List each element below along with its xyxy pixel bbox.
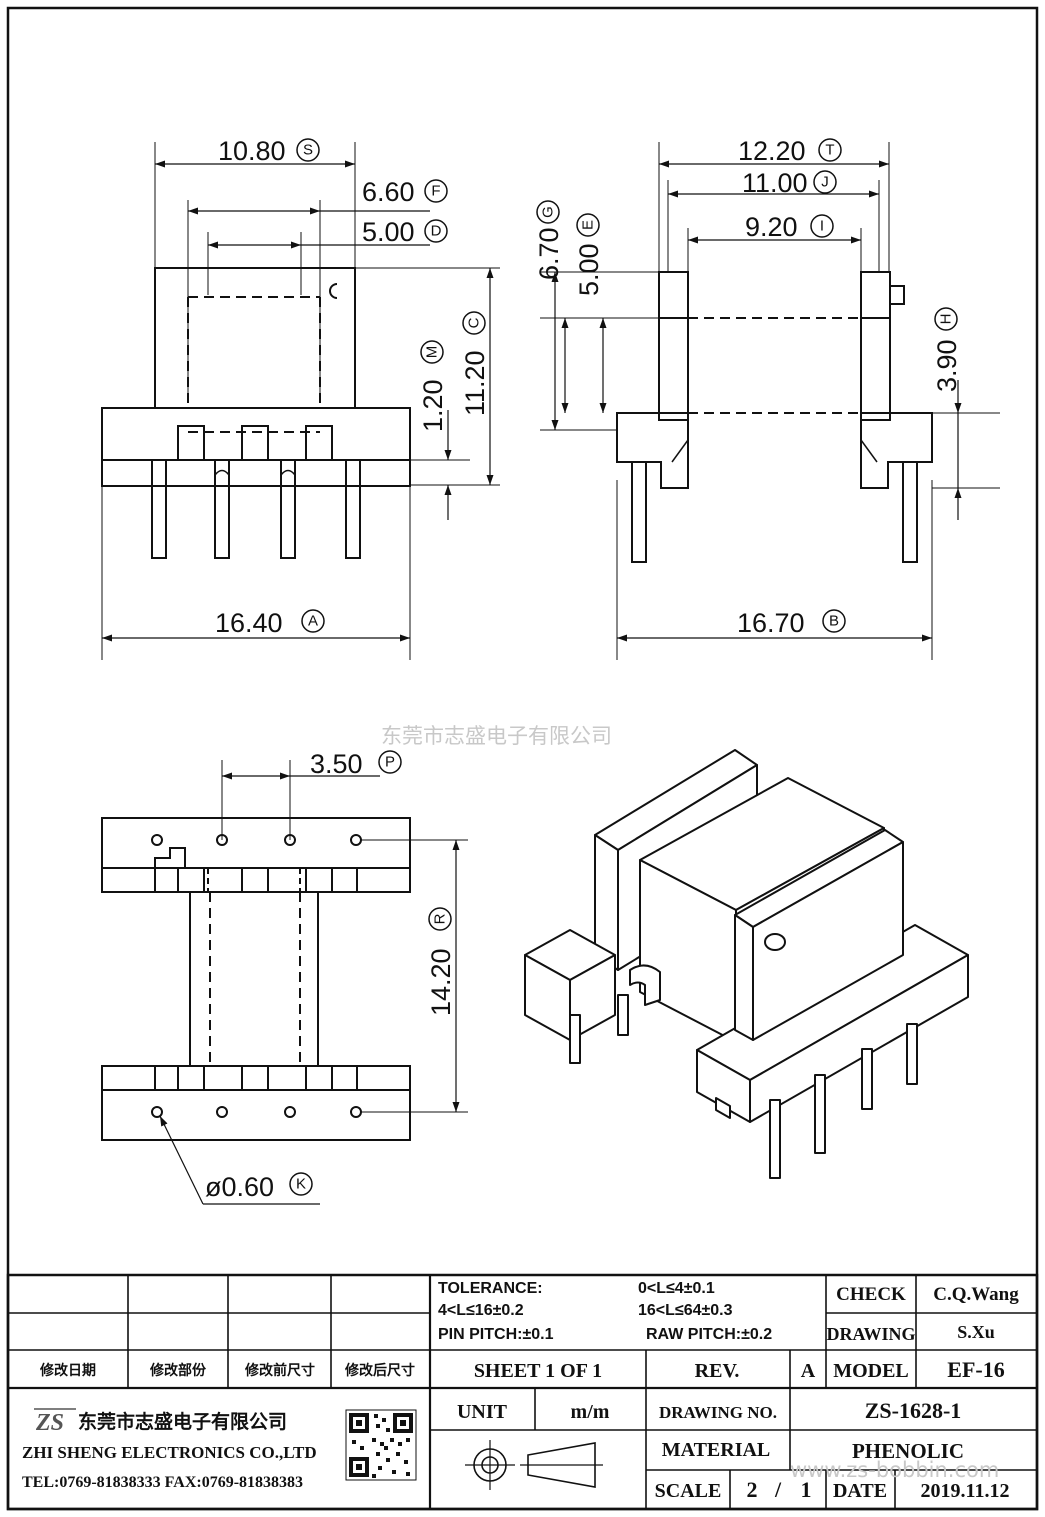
svg-text:E: E — [580, 220, 597, 230]
dim-P: 3.50 P — [310, 749, 402, 779]
svg-text:5.00: 5.00 — [574, 243, 604, 296]
unit-label: UNIT — [457, 1401, 508, 1423]
svg-text:16.40: 16.40 — [215, 608, 283, 638]
drawing-value: S.Xu — [957, 1322, 995, 1342]
svg-text:修改前尺寸: 修改前尺寸 — [244, 1362, 315, 1378]
dim-A: 16.40 A — [215, 608, 325, 638]
svg-text:ZS: ZS — [35, 1410, 64, 1436]
svg-text:K: K — [296, 1176, 306, 1193]
rev-value: A — [801, 1360, 816, 1382]
dim-F: 6.60 F — [362, 177, 448, 207]
svg-text:C: C — [466, 317, 483, 328]
scale-separator: / — [774, 1477, 782, 1502]
drawing-no-value: ZS-1628-1 — [865, 1398, 962, 1423]
drawing-label: DRAWING — [826, 1324, 915, 1344]
svg-text:RAW PITCH:±0.2: RAW PITCH:±0.2 — [646, 1326, 772, 1343]
company-logo: ZS — [34, 1408, 76, 1436]
svg-text:11.20: 11.20 — [460, 350, 490, 416]
svg-text:14.20: 14.20 — [426, 948, 456, 1016]
side-view — [540, 142, 1000, 660]
rev-label: REV. — [695, 1360, 740, 1382]
unit-value: m/m — [571, 1401, 610, 1423]
svg-text:3.50: 3.50 — [310, 749, 363, 779]
dim-B: 16.70 B — [737, 608, 846, 638]
dim-I: 9.20 I — [745, 212, 834, 242]
svg-text:3.90: 3.90 — [932, 339, 962, 392]
svg-text:M: M — [424, 346, 441, 359]
model-label: MODEL — [833, 1360, 909, 1382]
date-label: DATE — [833, 1480, 887, 1502]
svg-text:B: B — [829, 613, 839, 630]
drawing-no-label: DRAWING NO. — [659, 1403, 777, 1422]
dim-G: 6.70 G — [534, 200, 564, 280]
svg-text:TOLERANCE:: TOLERANCE: — [438, 1280, 543, 1297]
scale-label: SCALE — [655, 1480, 722, 1502]
material-value: PHENOLIC — [852, 1439, 964, 1463]
svg-text:G: G — [540, 206, 557, 218]
dim-S: 10.80 S — [218, 136, 320, 166]
dim-H: 3.90 H — [932, 307, 962, 392]
model-value: EF-16 — [947, 1357, 1004, 1382]
svg-text:9.20: 9.20 — [745, 212, 798, 242]
svg-text:H: H — [938, 314, 955, 325]
svg-text:修改部份: 修改部份 — [149, 1362, 207, 1378]
dim-K: ø0.60 K — [205, 1172, 313, 1202]
date-value: 2019.11.12 — [921, 1480, 1010, 1502]
svg-text:5.00: 5.00 — [362, 217, 415, 247]
svg-text:11.00: 11.00 — [742, 168, 808, 198]
svg-text:PIN PITCH:±0.1: PIN PITCH:±0.1 — [438, 1326, 554, 1343]
sheet-count: SHEET 1 OF 1 — [474, 1360, 602, 1382]
bottom-view — [101, 760, 468, 1205]
svg-text:16<L≤64±0.3: 16<L≤64±0.3 — [638, 1302, 733, 1319]
svg-text:10.80: 10.80 — [218, 136, 286, 166]
svg-text:F: F — [431, 183, 440, 200]
svg-text:1.20: 1.20 — [418, 379, 448, 432]
svg-text:J: J — [821, 174, 829, 191]
watermark-website: www.zs-bobbin.com — [790, 1458, 999, 1482]
svg-text:6.60: 6.60 — [362, 177, 415, 207]
svg-text:ø0.60: ø0.60 — [205, 1172, 274, 1202]
scale-denominator: 1 — [801, 1477, 812, 1502]
svg-text:P: P — [385, 754, 395, 771]
svg-text:S: S — [303, 142, 313, 159]
company-name-cn: 东莞市志盛电子有限公司 — [78, 1410, 287, 1433]
check-label: CHECK — [836, 1284, 906, 1305]
dim-R: 14.20 R — [426, 907, 456, 1016]
dim-T: 12.20 T — [738, 136, 842, 166]
dim-M: 1.20 M — [418, 340, 448, 432]
material-label: MATERIAL — [662, 1439, 771, 1461]
tolerance-block: TOLERANCE: 0<L≤4±0.1 4<L≤16±0.2 16<L≤64±… — [438, 1280, 772, 1343]
dim-J: 11.00 J — [742, 168, 837, 198]
svg-text:修改日期: 修改日期 — [39, 1362, 96, 1378]
scale-numerator: 2 — [747, 1477, 758, 1502]
svg-text:D: D — [431, 223, 442, 240]
svg-text:12.20: 12.20 — [738, 136, 806, 166]
svg-text:16.70: 16.70 — [737, 608, 805, 638]
svg-text:R: R — [432, 913, 449, 924]
svg-text:修改后尺寸: 修改后尺寸 — [344, 1362, 415, 1378]
dim-E: 5.00 E — [574, 213, 604, 296]
svg-text:4<L≤16±0.2: 4<L≤16±0.2 — [438, 1302, 524, 1319]
svg-text:I: I — [820, 218, 824, 235]
isometric-view — [524, 749, 969, 1179]
check-value: C.Q.Wang — [933, 1284, 1019, 1305]
revision-headers: 修改日期 修改部份 修改前尺寸 修改后尺寸 — [39, 1362, 415, 1378]
svg-text:0<L≤4±0.1: 0<L≤4±0.1 — [638, 1280, 715, 1297]
company-contact: TEL:0769-81838333 FAX:0769-81838383 — [22, 1474, 303, 1491]
dim-C: 11.20 C — [460, 311, 490, 416]
svg-text:A: A — [308, 613, 318, 630]
title-block — [6, 1273, 1039, 1511]
watermark-company: 东莞市志盛电子有限公司 — [381, 724, 612, 748]
svg-text:6.70: 6.70 — [534, 227, 564, 280]
company-name-en: ZHI SHENG ELECTRONICS CO.,LTD — [22, 1443, 317, 1462]
svg-text:T: T — [825, 142, 834, 159]
front-view — [101, 142, 500, 660]
dim-D: 5.00 D — [362, 217, 448, 247]
qr-code — [345, 1409, 417, 1481]
